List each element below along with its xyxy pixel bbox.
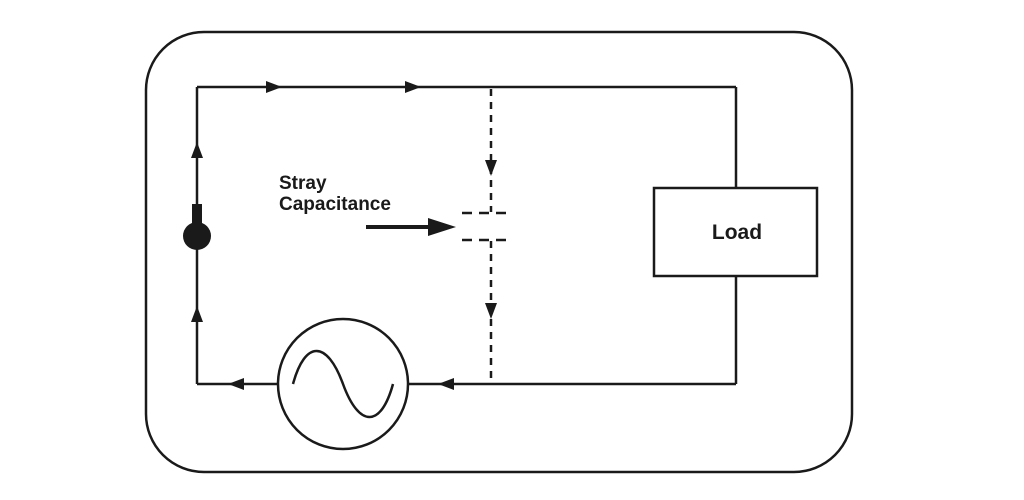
probe-icon (183, 204, 211, 250)
arrow-up-icon (191, 142, 203, 158)
arrow-up-icon (191, 306, 203, 322)
arrow-left-icon (438, 378, 454, 390)
enclosure-outline (144, 30, 854, 474)
arrow-down-icon (485, 160, 497, 176)
arrow-left-icon (228, 378, 244, 390)
load-label: Load (712, 221, 762, 244)
stray-capacitance-label-line1: Stray (279, 173, 327, 194)
load-box (652, 186, 819, 278)
stray-capacitance-label-line2: Capacitance (279, 194, 391, 215)
arrow-right-icon (405, 81, 421, 93)
arrow-right-icon (266, 81, 282, 93)
ac-source-icon (276, 317, 410, 451)
pointer-arrow-icon (428, 218, 456, 236)
arrow-down-icon (485, 303, 497, 319)
